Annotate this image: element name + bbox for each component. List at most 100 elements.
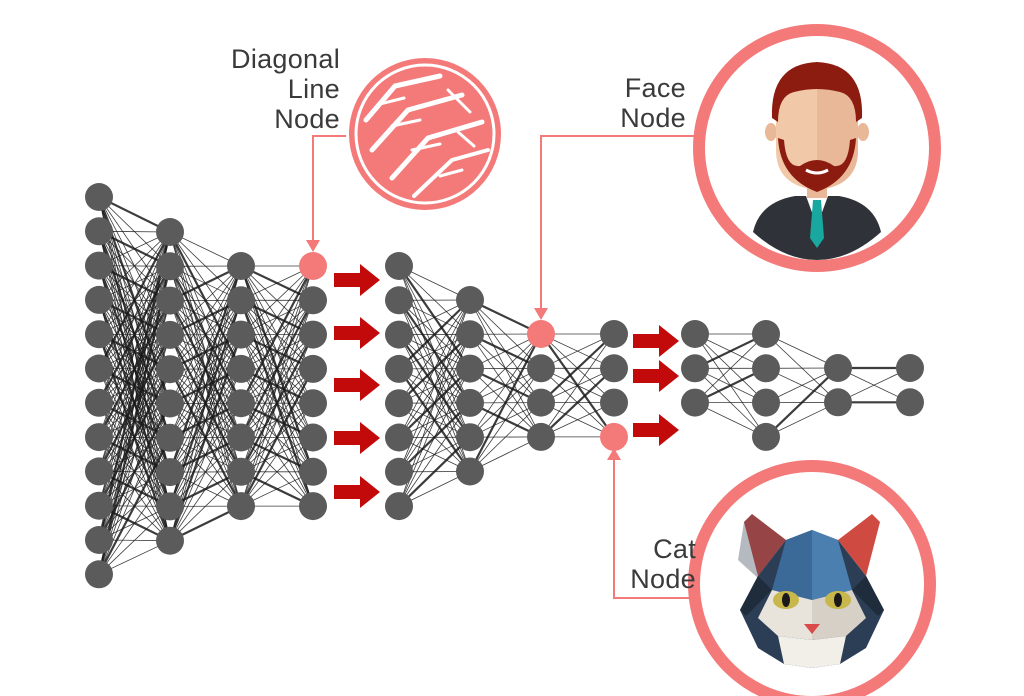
node: [385, 423, 413, 452]
face-connector: [540, 135, 696, 312]
node: [85, 526, 113, 554]
edge: [169, 403, 242, 541]
label-line: Node: [274, 104, 340, 134]
node: [85, 388, 113, 417]
face-node-label: Face Node: [620, 73, 686, 133]
label-line: Node: [630, 564, 696, 594]
edge: [694, 333, 767, 403]
node: [156, 252, 184, 281]
edge: [540, 333, 615, 404]
node: [156, 355, 184, 384]
diagonal-connector: [312, 135, 346, 244]
node: [85, 183, 113, 211]
node: [227, 286, 255, 315]
node: [85, 320, 113, 349]
node: [527, 354, 555, 383]
node: [896, 388, 924, 417]
node: [227, 423, 255, 452]
node: [156, 320, 184, 349]
highlighted-node: [527, 320, 555, 348]
edge: [240, 437, 314, 507]
edge: [169, 265, 242, 541]
node: [85, 217, 113, 246]
flow-arrow: [334, 317, 380, 349]
edge: [98, 231, 171, 335]
edge: [240, 402, 314, 507]
node: [299, 423, 327, 452]
edge: [398, 402, 471, 507]
flow-arrow: [334, 369, 380, 401]
node: [824, 354, 852, 382]
flow-arrows: [334, 264, 679, 508]
edge: [540, 333, 615, 438]
node: [156, 492, 184, 521]
node: [456, 388, 484, 417]
edge: [98, 506, 171, 575]
node: [385, 286, 413, 315]
node: [385, 457, 413, 486]
edge: [98, 231, 171, 506]
node: [156, 286, 184, 315]
edge: [469, 333, 542, 438]
flow-arrow: [334, 476, 380, 508]
node: [600, 388, 628, 417]
node: [85, 560, 113, 589]
node: [456, 423, 484, 452]
edge: [398, 299, 471, 438]
edge: [98, 231, 171, 575]
edge: [169, 471, 242, 541]
label-line: Cat: [653, 534, 696, 564]
node: [85, 457, 113, 486]
node: [85, 285, 113, 314]
edge: [398, 299, 471, 404]
node: [456, 286, 484, 314]
connector-arrowhead: [607, 448, 621, 460]
node: [85, 491, 113, 520]
node: [299, 354, 327, 383]
node: [227, 492, 255, 521]
edge: [98, 231, 171, 301]
edge: [398, 299, 471, 370]
label-line: Line: [287, 74, 340, 104]
node: [385, 492, 413, 521]
diagonal-line-node-label: Diagonal Line Node: [231, 44, 340, 134]
callout-connectors: [306, 135, 700, 599]
node: [299, 457, 327, 486]
node: [527, 422, 555, 451]
edge: [169, 437, 242, 541]
node: [600, 354, 628, 383]
edge: [98, 471, 171, 575]
node: [681, 354, 709, 383]
edge: [240, 265, 314, 335]
cat-node-label: Cat Node: [630, 534, 696, 594]
edge: [98, 437, 171, 575]
node: [85, 354, 113, 383]
connector-arrowhead: [306, 240, 320, 252]
node: [156, 423, 184, 452]
edge: [97, 266, 172, 575]
edge: [765, 367, 839, 438]
edge: [469, 402, 542, 472]
label-line: Node: [620, 103, 686, 133]
node: [227, 354, 255, 383]
edge: [469, 333, 542, 404]
node: [752, 354, 780, 383]
edge: [169, 265, 242, 336]
edge: [98, 231, 171, 370]
node: [156, 389, 184, 418]
node: [299, 389, 327, 418]
flow-arrow: [334, 264, 380, 296]
node: [824, 388, 852, 417]
node: [681, 388, 709, 417]
node: [456, 457, 484, 486]
node: [156, 218, 184, 246]
node: [227, 457, 255, 486]
node: [752, 388, 780, 417]
network-nodes: [85, 183, 924, 589]
edge: [97, 231, 172, 541]
node: [227, 389, 255, 418]
bearded-man-face-icon: [693, 24, 941, 272]
label-line: Diagonal: [231, 44, 340, 74]
node: [227, 320, 255, 349]
